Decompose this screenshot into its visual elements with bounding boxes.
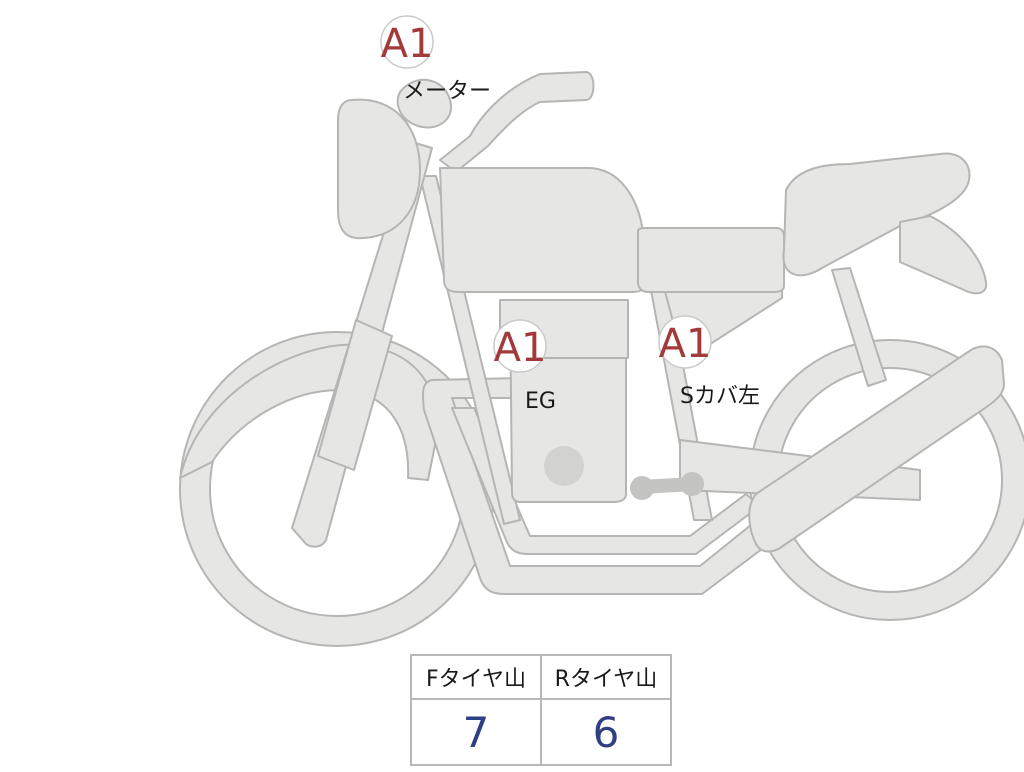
rear-seat — [782, 152, 971, 277]
marker-meter-code: A1 — [381, 21, 434, 67]
marker-engine-label: EG — [525, 389, 556, 414]
headlight — [337, 98, 421, 240]
front-fender — [179, 343, 439, 481]
rear-tire-tread-value: 6 — [540, 698, 672, 766]
rear-tire-tread-header: Rタイヤ山 — [540, 654, 672, 700]
footpeg-knob-2 — [680, 472, 704, 496]
tail-cowl — [899, 215, 988, 295]
front-tire-tread-value: 7 — [410, 698, 542, 766]
marker-engine-code: A1 — [494, 325, 547, 371]
seat — [637, 227, 785, 293]
marker-meter: A1 メーター — [380, 15, 491, 104]
tread-header-row: Fタイヤ山 Rタイヤ山 — [410, 654, 672, 700]
handlebar — [439, 71, 595, 173]
fuel-tank — [439, 167, 649, 293]
fork-lower — [317, 319, 393, 471]
speedometer — [396, 78, 453, 129]
marker-side-cover-label: Sカバ左 — [680, 384, 760, 409]
front-tire-tread-header: Fタイヤ山 — [410, 654, 542, 700]
exhaust-pipe-inner — [451, 407, 761, 555]
engine-cover — [544, 446, 584, 486]
marker-side-cover: A1 Sカバ左 — [658, 315, 760, 409]
marker-engine-badge — [493, 319, 547, 373]
marker-meter-badge — [380, 15, 434, 69]
muffler — [748, 345, 1005, 553]
marker-side-cover-code: A1 — [659, 321, 712, 367]
marker-engine: A1 EG — [493, 319, 556, 414]
tread-value-row: 7 6 — [410, 698, 672, 766]
marker-side-cover-badge — [658, 315, 712, 369]
exhaust-pipe — [422, 377, 791, 595]
rear-shock — [831, 267, 887, 387]
footpeg-knob — [630, 476, 654, 500]
rear-tire — [749, 339, 1024, 621]
marker-meter-label: メーター — [403, 79, 491, 104]
tire-tread-table: Fタイヤ山 Rタイヤ山 7 6 — [410, 654, 672, 766]
